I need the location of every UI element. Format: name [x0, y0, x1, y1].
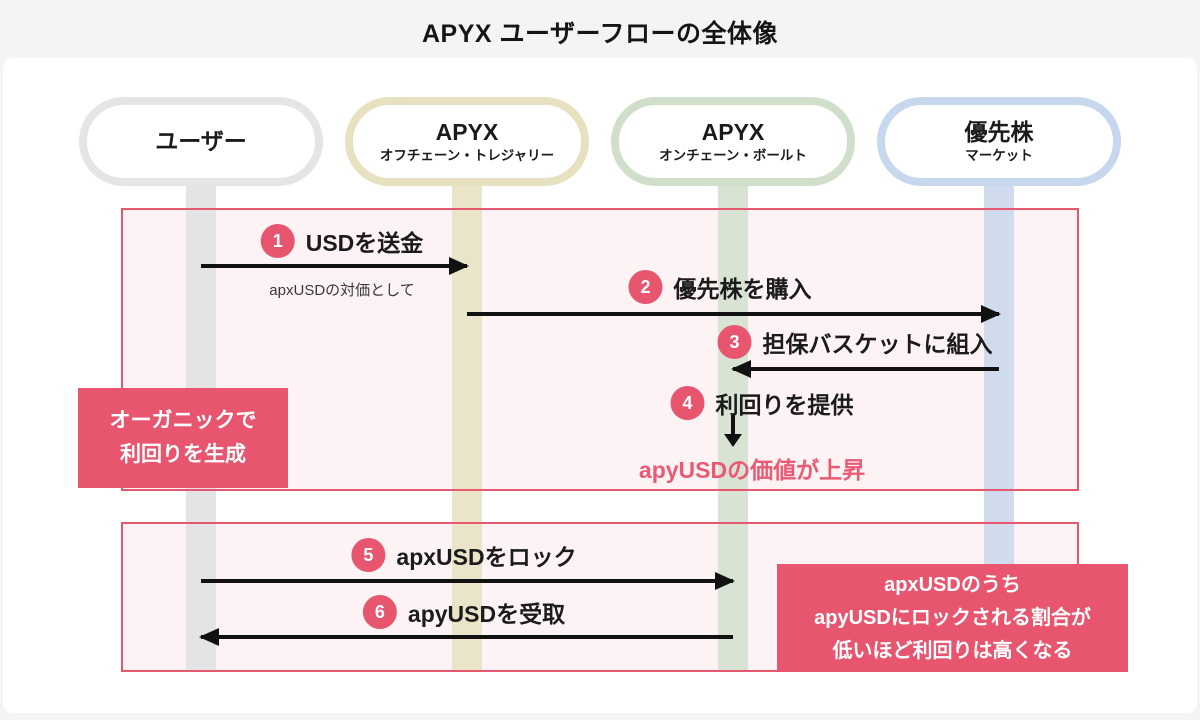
- arrow-shaft: [467, 312, 999, 316]
- callout-line: apyUSDにロックされる割合が: [814, 606, 1091, 629]
- arrow-shaft: [201, 579, 733, 583]
- step-1-subnote: apxUSDの対価として: [269, 282, 415, 299]
- step-5-label-text: apxUSDをロック: [396, 544, 577, 570]
- arrowhead-right-icon: [449, 257, 469, 275]
- arrow-step-6: [199, 628, 733, 646]
- arrowhead-left-icon: [731, 360, 751, 378]
- step-6-number-badge: 6: [362, 595, 397, 629]
- actor-name: 優先株: [964, 118, 1034, 145]
- step-6-label-text: apyUSDを受取: [407, 601, 566, 627]
- arrow-step-1: [201, 257, 469, 275]
- actor-subtitle: オンチェーン・ボールト: [659, 148, 807, 164]
- step-2-label: 2 優先株を購入: [628, 270, 812, 304]
- actor-subtitle: オフチェーン・トレジャリー: [379, 148, 555, 164]
- actor-pill-user: ユーザー: [79, 97, 323, 186]
- step-3-number-badge: 3: [717, 325, 752, 359]
- step-3-label: 3 担保バスケットに組入: [717, 325, 993, 359]
- actor-name: APYX: [701, 118, 765, 145]
- arrow-shaft: [201, 635, 733, 639]
- step-3-label-text: 担保バスケットに組入: [762, 331, 993, 357]
- actor-pill-vault: APYX オンチェーン・ボールト: [611, 97, 855, 186]
- arrowhead-down-icon: [724, 434, 742, 447]
- actor-name: ユーザー: [155, 127, 247, 154]
- step-4-number-badge: 4: [670, 386, 705, 420]
- arrowhead-right-icon: [715, 572, 735, 590]
- step-4-label-text: 利回りを提供: [715, 392, 854, 418]
- flow-box-1-border: [121, 208, 1079, 491]
- arrowhead-left-icon: [199, 628, 219, 646]
- callout-line: 低いほど利回りは高くなる: [832, 639, 1073, 662]
- step-6-label: 6 apyUSDを受取: [362, 595, 566, 629]
- step-2-label-text: 優先株を購入: [673, 276, 812, 302]
- actor-name: APYX: [435, 118, 499, 145]
- arrowhead-right-icon: [981, 305, 1001, 323]
- arrow-shaft: [733, 367, 999, 371]
- step-2-number-badge: 2: [628, 270, 663, 304]
- step-4-result-text: apyUSDの価値が上昇: [638, 457, 866, 483]
- step-5-label: 5 apxUSDをロック: [351, 538, 577, 572]
- step-5-number-badge: 5: [351, 538, 386, 572]
- arrow-shaft: [731, 415, 735, 434]
- actor-subtitle: マーケット: [965, 148, 1033, 164]
- actor-pill-market: 優先株 マーケット: [877, 97, 1121, 186]
- callout-line: 利回りを生成: [120, 443, 246, 466]
- step-1-label-text: USDを送金: [305, 230, 424, 256]
- callout-organic-yield: オーガニックで 利回りを生成: [78, 388, 288, 488]
- callout-line: オーガニックで: [109, 409, 257, 432]
- arrow-step-3: [731, 360, 999, 378]
- step-4-label: 4 利回りを提供: [670, 386, 854, 420]
- callout-lock-ratio-yield: apxUSDのうち apyUSDにロックされる割合が 低いほど利回りは高くなる: [777, 564, 1128, 672]
- actor-pill-treasury: APYX オフチェーン・トレジャリー: [345, 97, 589, 186]
- arrow-step-5: [201, 572, 735, 590]
- page-title: APYX ユーザーフローの全体像: [421, 20, 779, 48]
- step-1-number-badge: 1: [260, 224, 295, 258]
- step-1-label: 1 USDを送金: [260, 224, 424, 258]
- arrow-shaft: [201, 264, 467, 268]
- callout-line: apxUSDのうち: [884, 573, 1021, 596]
- arrow-step-2: [467, 305, 1001, 323]
